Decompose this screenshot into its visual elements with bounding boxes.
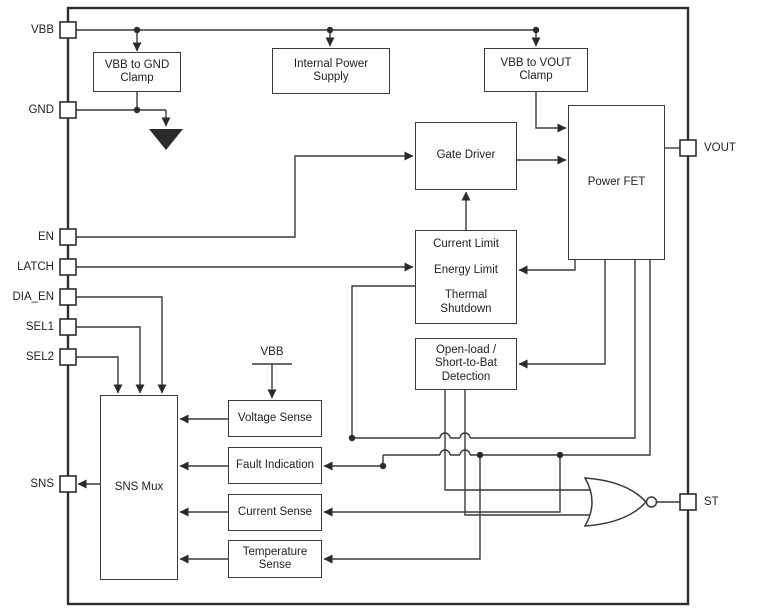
pin-label-en: EN [38, 231, 54, 243]
wire-dia-en [76, 296, 167, 394]
block-protection: Current Limit Energy Limit Thermal Shutd… [415, 230, 517, 324]
wire-bus-upper [352, 260, 636, 439]
pin-dia-en-terminal [59, 288, 77, 306]
block-internal-power-supply: Internal Power Supply [272, 48, 390, 94]
block-label: Internal Power [293, 57, 369, 70]
block-label: Detection [441, 370, 491, 383]
wire-sel1 [76, 326, 145, 394]
wire-sel2 [76, 356, 123, 394]
chip-boundary [66, 6, 690, 606]
pin-gnd-terminal [59, 101, 77, 119]
block-label: SNS Mux [114, 480, 164, 493]
wire-protection-fault [351, 285, 415, 438]
pin-label-gnd: GND [28, 104, 54, 116]
block-label: Current Sense [237, 505, 313, 518]
nor-gate-body [583, 477, 648, 527]
block-label: Power FET [587, 175, 646, 188]
wire-en [76, 151, 414, 238]
pin-label-dia-en: DIA_EN [12, 291, 54, 303]
pin-label-vbb: VBB [30, 24, 54, 36]
block-label: Supply [313, 71, 349, 83]
block-label: Open-load / [435, 343, 497, 356]
block-sns-mux: SNS Mux [100, 395, 178, 580]
block-temperature-sense: Temperature Sense [228, 540, 322, 578]
block-current-sense: Current Sense [228, 494, 322, 531]
pin-sns-terminal [59, 475, 77, 493]
block-label: Clamp [519, 70, 553, 82]
pin-terminals [59, 21, 697, 511]
ground-symbol [149, 129, 183, 150]
pin-latch-terminal [59, 258, 77, 276]
wire-fet-to-currentlimit [518, 260, 576, 275]
pin-label-st: ST [704, 496, 719, 508]
block-label: Thermal Shutdown [440, 289, 492, 315]
vbb-reference-label: VBB [260, 346, 284, 358]
pin-label-sel2: SEL2 [25, 351, 54, 363]
wire-fault-to-nor [444, 390, 590, 516]
wire-vbb-reference [252, 363, 292, 399]
block-fault-indication: Fault Indication [228, 447, 322, 484]
wire-to-temperature-sense [323, 455, 481, 564]
block-label: Fault Indication [236, 458, 314, 471]
block-label: Clamp [120, 72, 154, 84]
pin-label-sns: SNS [30, 478, 54, 490]
block-label: Short-to-Bat [435, 357, 497, 370]
block-label: Temperature [242, 545, 308, 558]
wire-clamp-to-fet [535, 92, 567, 133]
block-label: VBB to VOUT [500, 56, 572, 69]
pin-vout-terminal [679, 139, 697, 157]
block-label: Energy Limit [434, 263, 498, 276]
block-label: VBB to GND [104, 58, 170, 71]
block-gate-driver: Gate Driver [415, 122, 517, 190]
wire-fet-to-openload [518, 260, 606, 369]
pin-vbb-terminal [59, 21, 77, 39]
block-vbb-vout-clamp: VBB to VOUT Clamp [484, 48, 588, 92]
junction-dots [133, 26, 564, 470]
block-voltage-sense: Voltage Sense [228, 400, 322, 437]
block-label: Current Limit [433, 238, 499, 250]
wire-to-fault-indication [323, 455, 384, 471]
pin-sel2-terminal [59, 348, 77, 366]
pin-en-terminal [59, 228, 77, 246]
pin-label-sel1: SEL1 [25, 321, 54, 333]
pin-label-latch: LATCH [17, 261, 54, 273]
block-label: Sense [258, 559, 292, 571]
pin-label-vout: VOUT [704, 142, 736, 154]
wire-to-current-sense [323, 455, 561, 517]
block-open-load-detection: Open-load / Short-to-Bat Detection [415, 338, 517, 390]
block-vbb-gnd-clamp: VBB to GND Clamp [93, 52, 181, 92]
pin-sel1-terminal [59, 318, 77, 336]
nor-gate [583, 477, 658, 527]
pin-st-terminal [679, 493, 697, 511]
wire-senses-to-mux [179, 414, 228, 564]
nor-gate-inverter-bubble [645, 496, 658, 508]
block-label: Voltage Sense [237, 411, 313, 424]
block-power-fet: Power FET [568, 105, 665, 260]
wire-gnd [76, 92, 171, 127]
block-label: Gate Driver [436, 149, 496, 162]
